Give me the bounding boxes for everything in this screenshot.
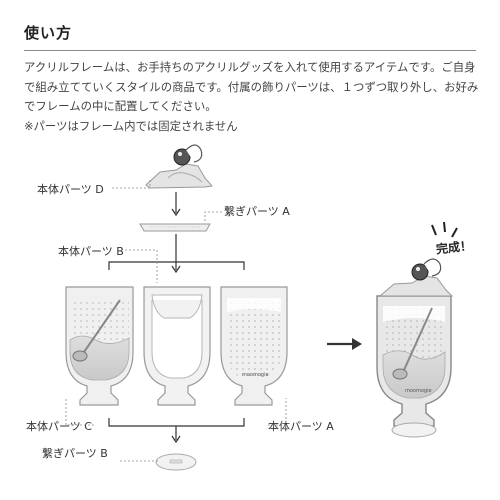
- top-bracket: [108, 261, 245, 270]
- joint-part-b: [155, 453, 197, 471]
- brand-mark: moomogie: [242, 372, 269, 378]
- instructions-note: ※パーツはフレーム内では固定されません: [24, 118, 238, 133]
- heading-divider: [24, 50, 476, 51]
- section-heading: 使い方: [24, 24, 73, 42]
- joint-part-a: [139, 223, 211, 232]
- instructions-text: アクリルフレームは、お手持ちのアクリルグッズを入れて使用するアイテムです。ご自身…: [24, 58, 480, 136]
- svg-text:完成！: 完成！: [435, 238, 472, 257]
- body-part-d: [145, 144, 213, 189]
- label-joint-part-a: 繋ぎパーツ A: [224, 204, 290, 218]
- instructions-line-3: でフレームの中に配置してください。: [24, 99, 217, 113]
- label-body-part-a: 本体パーツ A: [268, 419, 334, 433]
- instructions-line-1: アクリルフレームは、お手持ちのアクリルグッズを入れて使用するアイテムです。ご自身: [24, 60, 476, 74]
- brand-mark-assembled: moomogie: [405, 388, 432, 394]
- bottom-bracket: [108, 418, 245, 427]
- complete-label: 完成！: [431, 221, 473, 257]
- body-part-b: [143, 286, 211, 406]
- label-body-part-b: 本体パーツ B: [58, 244, 124, 258]
- label-body-part-c: 本体パーツ C: [26, 419, 92, 433]
- label-body-part-d: 本体パーツ D: [37, 182, 104, 196]
- instructions-line-2: で組み立てていくスタイルの商品です。付属の飾りパーツは、１つずつ取り外し、お好み: [24, 79, 479, 94]
- assembled-frame: moomogie: [376, 258, 454, 438]
- body-part-a: moomogie: [220, 286, 288, 406]
- label-joint-part-b: 繋ぎパーツ B: [42, 446, 108, 460]
- body-part-c: [65, 286, 134, 406]
